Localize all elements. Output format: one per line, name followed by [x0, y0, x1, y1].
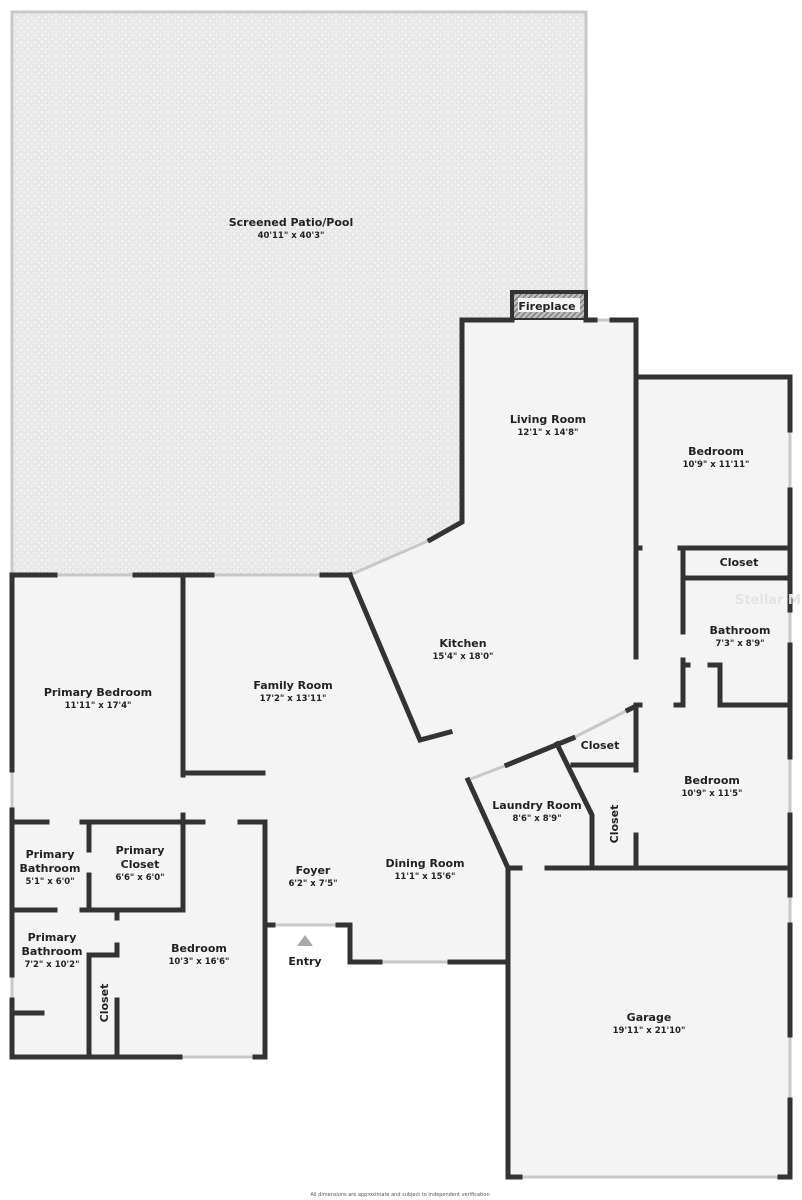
- family-room-dims: 17'2" x 13'11": [260, 694, 327, 704]
- primary-closet-label-line1: Primary: [116, 844, 165, 857]
- primary-closet-dims: 6'6" x 6'0": [115, 873, 164, 883]
- bedroom-e-label: Bedroom: [684, 774, 740, 787]
- watermark: Stellar MLS: [735, 593, 802, 608]
- primary-bedroom-dims: 11'11" x 17'4": [65, 701, 132, 711]
- garage-label: Garage: [627, 1011, 672, 1024]
- living-room-label: Living Room: [510, 413, 586, 426]
- family-room-label: Family Room: [253, 679, 332, 692]
- garage-dims: 19'11" x 21'10": [613, 1026, 686, 1036]
- entry-label: Entry: [288, 955, 321, 968]
- interior-floor: [12, 320, 790, 1177]
- closet-sw-label: Closet: [98, 984, 111, 1023]
- bathroom-label: Bathroom: [710, 624, 771, 637]
- primary-bathroom-1-label-line2: Bathroom: [20, 862, 81, 875]
- patio-dims: 40'11" x 40'3": [258, 231, 325, 241]
- closet-vertical-e-label: Closet: [608, 805, 621, 844]
- bathroom-dims: 7'3" x 8'9": [715, 639, 764, 649]
- foyer-label: Foyer: [296, 864, 331, 877]
- dining-room-dims: 11'1" x 15'6": [395, 872, 456, 882]
- bedroom-sw-label: Bedroom: [171, 942, 227, 955]
- patio-label: Screened Patio/Pool: [229, 216, 354, 229]
- footer-note: All dimensions are approximate and subje…: [310, 1192, 489, 1198]
- primary-bathroom-1-dims: 5'1" x 6'0": [25, 877, 74, 887]
- bedroom-sw-dims: 10'3" x 16'6": [169, 957, 230, 967]
- living-room-dims: 12'1" x 14'8": [518, 428, 579, 438]
- closet-mid-label: Closet: [581, 739, 620, 752]
- kitchen-dims: 15'4" x 18'0": [433, 652, 494, 662]
- bedroom-ne-dims: 10'9" x 11'11": [683, 460, 750, 470]
- primary-bathroom-1-label-line1: Primary: [26, 848, 75, 861]
- entry-arrow-icon: [297, 935, 313, 946]
- bedroom-ne-label: Bedroom: [688, 445, 744, 458]
- kitchen-label: Kitchen: [439, 637, 486, 650]
- walls: [9, 317, 793, 1180]
- laundry-room-label: Laundry Room: [492, 799, 581, 812]
- primary-bathroom-2-label-line2: Bathroom: [22, 945, 83, 958]
- primary-bathroom-2-label-line1: Primary: [28, 931, 77, 944]
- windows: [10, 318, 792, 1179]
- closet-ne-label: Closet: [720, 556, 759, 569]
- primary-closet-label-line2: Closet: [121, 858, 160, 871]
- fireplace-label: Fireplace: [518, 300, 575, 313]
- primary-bedroom-label: Primary Bedroom: [44, 686, 152, 699]
- patio-floor: [12, 12, 586, 575]
- laundry-room-dims: 8'6" x 8'9": [512, 814, 561, 824]
- bedroom-e-dims: 10'9" x 11'5": [682, 789, 743, 799]
- foyer-dims: 6'2" x 7'5": [288, 879, 337, 889]
- primary-bathroom-2-dims: 7'2" x 10'2": [24, 960, 79, 970]
- dining-room-label: Dining Room: [385, 857, 464, 870]
